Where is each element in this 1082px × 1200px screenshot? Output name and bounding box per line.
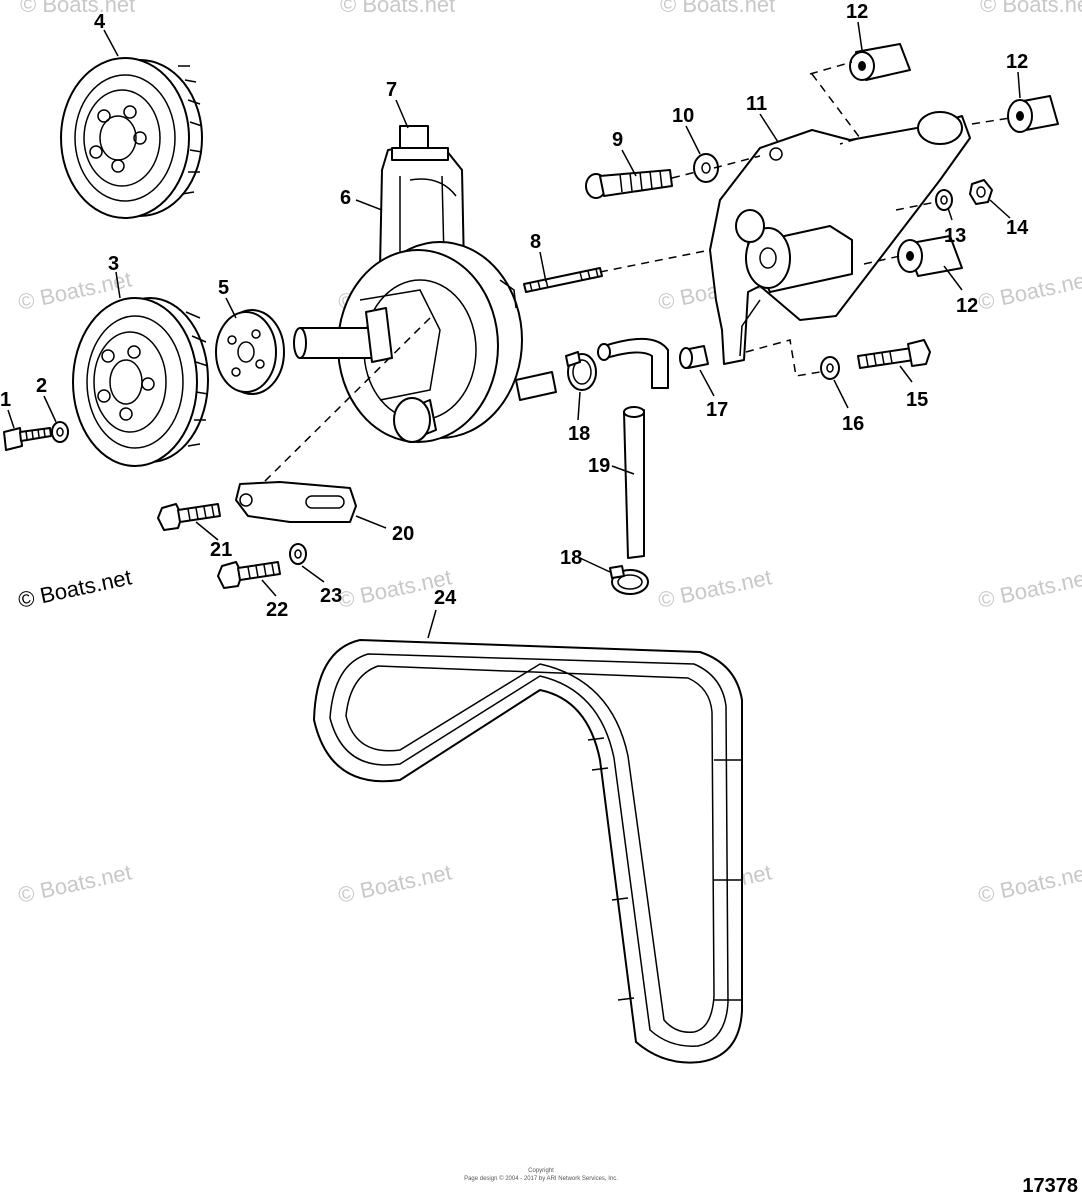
callout-11: 11 <box>746 93 767 115</box>
watermark: © Boats.net <box>336 859 454 907</box>
watermark: © Boats.net <box>20 0 135 17</box>
part-20-strap[interactable] <box>235 481 357 523</box>
callout-22: 22 <box>266 599 288 621</box>
part-12-spacer[interactable] <box>849 43 911 81</box>
part-22-bolt[interactable] <box>217 561 281 589</box>
watermark: © Boats.net <box>660 0 775 17</box>
callout-layer: 1 2 3 4 5 6 7 8 9 10 11 12 12 12 13 14 1… <box>0 1 1029 621</box>
watermark: © Boats.net <box>976 564 1082 612</box>
callout-3: 3 <box>108 253 119 275</box>
watermark: © Boats.net <box>980 0 1082 17</box>
callout-12: 12 <box>846 1 868 23</box>
part-5-hub[interactable] <box>215 309 285 395</box>
part-21-bolt[interactable] <box>157 503 221 531</box>
callout-15: 15 <box>906 389 928 411</box>
callout-8: 8 <box>530 231 541 253</box>
part-23-washer[interactable] <box>289 543 307 565</box>
part-12-spacer[interactable] <box>897 235 963 277</box>
part-6-power-steering-pump[interactable] <box>293 147 557 443</box>
callout-1: 1 <box>0 389 11 411</box>
callout-14: 14 <box>1006 217 1029 239</box>
part-24-serpentine-belt[interactable] <box>313 639 743 1064</box>
footer: Copyright Page design © 2004 - 2017 by A… <box>464 1168 1078 1197</box>
callout-6: 6 <box>340 187 351 209</box>
callout-18: 18 <box>560 547 582 569</box>
callout-16: 16 <box>842 413 864 435</box>
watermark: © Boats.net <box>16 564 134 612</box>
assembly-lines <box>261 61 1011 485</box>
callout-13: 13 <box>944 225 966 247</box>
part-11-mounting-bracket[interactable] <box>709 111 971 365</box>
watermark: © Boats.net <box>976 859 1082 907</box>
callout-12: 12 <box>1006 51 1028 73</box>
part-18-hose-clamp[interactable] <box>609 565 649 595</box>
callout-19: 19 <box>588 455 610 477</box>
leader-lines <box>7 21 1021 639</box>
part-1-bolt[interactable] <box>3 427 52 451</box>
callout-7: 7 <box>386 79 397 101</box>
watermark: © Boats.net <box>656 564 774 612</box>
callout-9: 9 <box>612 129 623 151</box>
diagram-reference-number: 17378 <box>1022 1175 1078 1197</box>
part-8-stud[interactable] <box>523 267 603 293</box>
callout-2: 2 <box>36 375 47 397</box>
callout-4: 4 <box>94 11 106 33</box>
callout-23: 23 <box>320 585 342 607</box>
part-10-washer[interactable] <box>693 153 719 183</box>
callout-12: 12 <box>956 295 978 317</box>
part-4-pulley-upper[interactable] <box>60 57 203 219</box>
callout-24: 24 <box>434 587 457 609</box>
part-12-spacer[interactable] <box>1007 95 1059 133</box>
copyright-line-1: Copyright <box>528 1168 554 1174</box>
part-15-bolt[interactable] <box>857 339 931 369</box>
copyright-line-2: Page design © 2004 - 2017 by ARI Network… <box>464 1175 618 1182</box>
part-9-bolt[interactable] <box>585 169 673 199</box>
callout-5: 5 <box>218 277 229 299</box>
callout-10: 10 <box>672 105 694 127</box>
callout-20: 20 <box>392 523 414 545</box>
part-14-nut[interactable] <box>969 179 993 205</box>
part-13-washer[interactable] <box>935 189 953 211</box>
part-19-hose[interactable] <box>597 337 669 559</box>
callout-18: 18 <box>568 423 590 445</box>
part-7-filler-cap[interactable] <box>391 125 449 161</box>
part-16-washer[interactable] <box>820 356 840 380</box>
part-18-hose-clamp[interactable] <box>565 351 597 391</box>
watermark: © Boats.net <box>16 859 134 907</box>
part-17-fitting[interactable] <box>679 345 709 369</box>
part-2-washer[interactable] <box>51 421 69 443</box>
watermark: © Boats.net <box>340 0 455 17</box>
watermark: © Boats.net <box>976 266 1082 314</box>
callout-17: 17 <box>706 399 728 421</box>
part-3-pulley-lower[interactable] <box>72 297 209 467</box>
callout-21: 21 <box>210 539 232 561</box>
